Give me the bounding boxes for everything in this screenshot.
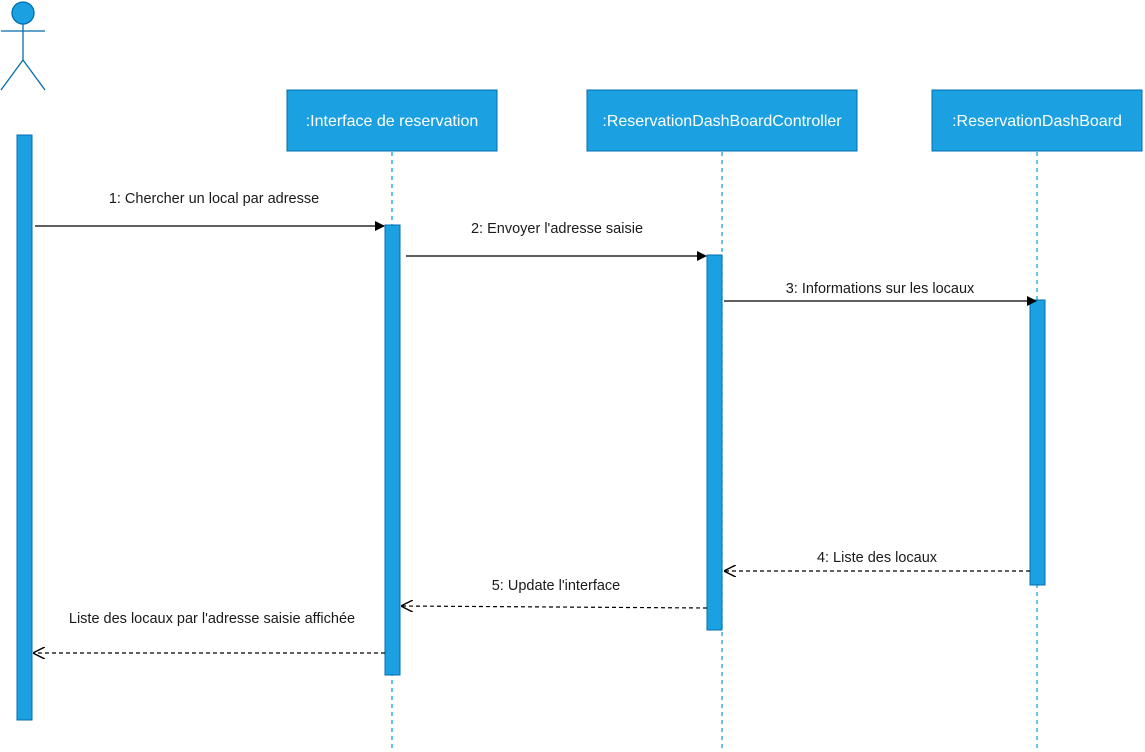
- activation-bar-dashboard: [1029, 299, 1046, 586]
- participant-box-interface: [286, 89, 498, 152]
- message-6: Liste des locaux par l'adresse saisie af…: [34, 611, 385, 653]
- participant-controller: :ReservationDashBoardController: [586, 89, 858, 752]
- actor-activation-bar: [16, 134, 33, 721]
- participant-box-dashboard: [931, 89, 1143, 152]
- participant-label-controller: :ReservationDashBoardController: [602, 113, 842, 130]
- message-label-6: Liste des locaux par l'adresse saisie af…: [69, 611, 355, 627]
- message-label-4: 4: Liste des locaux: [817, 550, 938, 566]
- message-2: 2: Envoyer l'adresse saisie: [406, 221, 707, 261]
- participant-box-controller: [586, 89, 858, 152]
- message-label-3: 3: Informations sur les locaux: [786, 281, 975, 297]
- activation-bar-controller: [706, 254, 723, 631]
- actor: [0, 1, 46, 721]
- message-5: 5: Update l'interface: [402, 578, 708, 608]
- participant-label-interface: :Interface de reservation: [306, 113, 479, 130]
- participant-dashboard: :ReservationDashBoard: [931, 89, 1143, 752]
- stick-figure-icon: [0, 1, 46, 91]
- activation-bar-interface: [384, 224, 401, 676]
- message-3: 3: Informations sur les locaux: [724, 281, 1037, 306]
- message-4: 4: Liste des locaux: [725, 550, 1030, 571]
- message-label-5: 5: Update l'interface: [492, 578, 621, 594]
- message-label-1: 1: Chercher un local par adresse: [109, 191, 319, 207]
- participant-label-dashboard: :ReservationDashBoard: [952, 113, 1122, 130]
- message-arrow-5: [402, 606, 708, 608]
- message-1: 1: Chercher un local par adresse: [35, 191, 385, 231]
- message-label-2: 2: Envoyer l'adresse saisie: [471, 221, 643, 237]
- participant-interface: :Interface de reservation: [286, 89, 498, 752]
